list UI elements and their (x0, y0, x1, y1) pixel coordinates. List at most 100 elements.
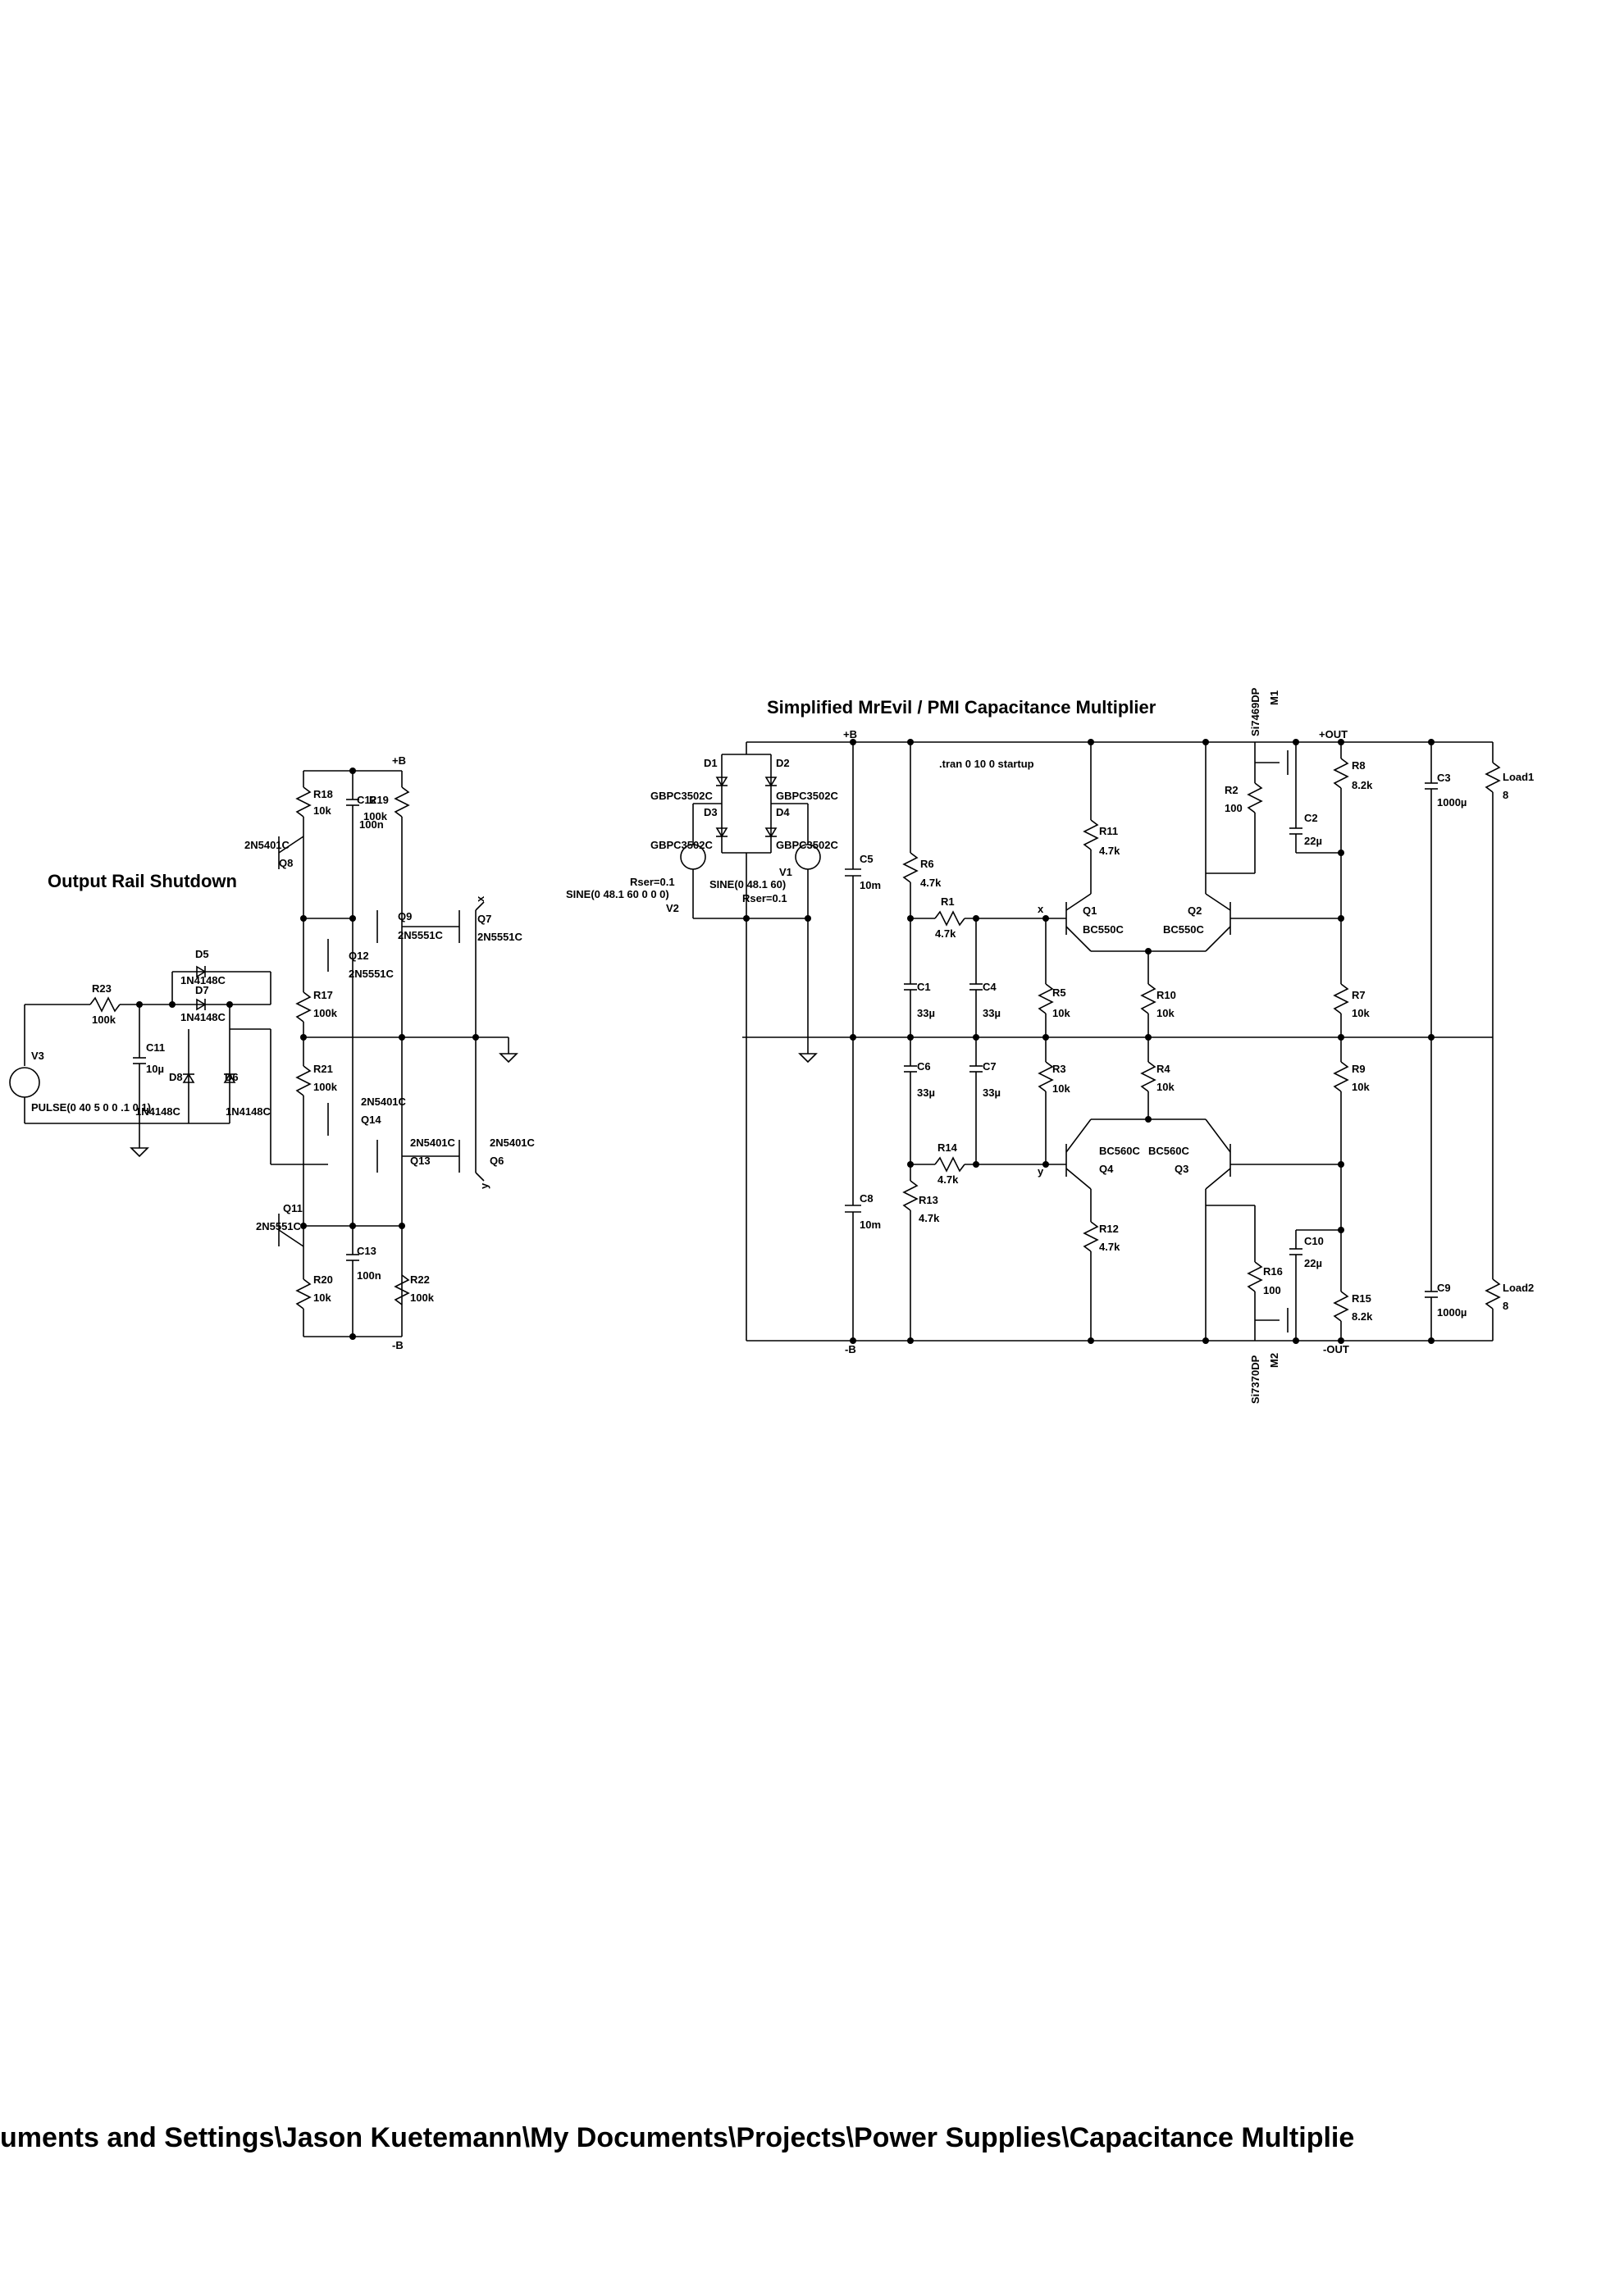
label-q3: Q3 (1175, 1163, 1188, 1175)
label-d6-value: 1N4148C (226, 1105, 271, 1118)
main-circuit (680, 739, 1501, 1344)
resistor-r11 (1083, 819, 1099, 850)
net-minus-b-shutdown: -B (392, 1339, 404, 1351)
label-c4: C4 (983, 981, 997, 993)
label-c2-value: 22µ (1304, 835, 1322, 847)
label-c2: C2 (1304, 812, 1318, 824)
resistor-r3 (1038, 1061, 1054, 1092)
diode-d1 (715, 777, 728, 787)
label-q2: Q2 (1188, 904, 1202, 917)
resistor-r15 (1333, 1291, 1349, 1322)
label-c1: C1 (917, 981, 931, 993)
label-c8: C8 (860, 1192, 874, 1205)
label-r19: R19 (369, 794, 389, 806)
shutdown-title: Output Rail Shutdown (48, 871, 237, 891)
label-q7: Q7 (477, 913, 491, 925)
label-c10: C10 (1304, 1235, 1324, 1247)
resistor-r23 (89, 996, 121, 1013)
label-c12-value: 100n (359, 818, 384, 831)
resistor-r16 (1247, 1261, 1263, 1292)
resistor-load1 (1485, 762, 1501, 793)
label-q9-value: 2N5551C (398, 929, 444, 941)
label-c8-value: 10m (860, 1219, 881, 1231)
resistor-r8 (1333, 758, 1349, 789)
label-c6: C6 (917, 1060, 931, 1073)
label-r15-value: 8.2k (1352, 1310, 1373, 1323)
label-q13: Q13 (410, 1155, 431, 1167)
net-x-main: x (1038, 903, 1044, 915)
net-y-main: y (1038, 1165, 1044, 1178)
label-d7-value: 1N4148C (180, 1011, 226, 1023)
label-d8-value: 1N4148C (135, 1105, 181, 1118)
label-r6-value: 4.7k (920, 877, 942, 889)
label-d7: D7 (195, 984, 209, 996)
resistor-r2 (1247, 782, 1263, 813)
shutdown-labels: +B -B x y R18 10k C12 100n R19 100k 2N54… (31, 754, 536, 1351)
label-c13: C13 (357, 1245, 376, 1257)
label-q12-value: 2N5551C (349, 968, 395, 980)
label-m2-value: Si7370DP (1249, 1355, 1261, 1404)
label-q14-value: 2N5401C (361, 1096, 407, 1108)
resistor-r22 (394, 1274, 410, 1305)
label-load1-value: 8 (1503, 789, 1508, 801)
label-r1: R1 (941, 895, 955, 908)
resistor-r9 (1333, 1061, 1349, 1092)
label-q9: Q9 (398, 910, 412, 922)
label-q6: Q6 (490, 1155, 504, 1167)
label-r16: R16 (1263, 1265, 1283, 1278)
resistor-r1 (934, 910, 965, 927)
label-c3-value: 1000µ (1437, 796, 1467, 809)
resistor-r14 (934, 1156, 965, 1173)
source-v1 (795, 844, 821, 870)
label-c12: C12 (357, 794, 376, 806)
label-q8-value: 2N5401C (244, 839, 290, 851)
label-r8-value: 8.2k (1352, 779, 1373, 791)
resistor-r4 (1140, 1061, 1156, 1092)
net-plus-out: +OUT (1319, 728, 1348, 740)
net-y-shutdown: y (478, 1182, 490, 1189)
label-c4-value: 33µ (983, 1007, 1001, 1019)
label-r5: R5 (1052, 986, 1066, 999)
label-r12-value: 4.7k (1099, 1241, 1120, 1253)
net-plus-b: +B (843, 728, 857, 740)
resistor-r17 (295, 991, 312, 1023)
label-c13-value: 100n (357, 1269, 381, 1282)
net-minus-out: -OUT (1323, 1343, 1349, 1355)
label-v1-value: SINE(0 48.1 60) (709, 878, 786, 891)
spice-directive: .tran 0 10 0 startup (939, 758, 1034, 770)
label-q11: Q11 (283, 1202, 303, 1214)
label-r5-value: 10k (1052, 1007, 1070, 1019)
label-r17: R17 (313, 989, 333, 1001)
label-c11: C11 (146, 1041, 165, 1054)
label-q1-value: BC550C (1083, 923, 1124, 936)
label-c9-value: 1000µ (1437, 1306, 1467, 1319)
resistor-r13 (902, 1180, 919, 1211)
label-q4: Q4 (1099, 1163, 1114, 1175)
label-c5-value: 10m (860, 879, 881, 891)
resistor-r6 (902, 852, 919, 883)
resistor-load2 (1485, 1278, 1501, 1310)
label-q3-value: BC560C (1148, 1145, 1189, 1157)
label-load2-value: 8 (1503, 1300, 1508, 1312)
net-x-shutdown: x (474, 895, 486, 902)
label-d4: D4 (776, 806, 790, 818)
label-r14: R14 (937, 1141, 958, 1154)
label-c9: C9 (1437, 1282, 1451, 1294)
label-d5: D5 (195, 948, 209, 960)
label-q4-value: BC560C (1099, 1145, 1140, 1157)
label-v1: V1 (779, 866, 792, 878)
label-q8: Q8 (279, 857, 293, 869)
label-d1: D1 (704, 757, 718, 769)
label-c10-value: 22µ (1304, 1257, 1322, 1269)
resistor-r20 (295, 1278, 312, 1310)
ground-symbol-shutdown (499, 1053, 518, 1064)
diode-d7 (196, 998, 207, 1011)
label-q11-value: 2N5551C (256, 1220, 302, 1232)
resistor-r7 (1333, 983, 1349, 1014)
label-r4-value: 10k (1156, 1081, 1175, 1093)
diode-d5 (196, 965, 207, 978)
label-r23-value: 100k (92, 1014, 116, 1026)
label-v2-value: SINE(0 48.1 60 0 0 0) (566, 888, 669, 900)
label-c7-value: 33µ (983, 1086, 1001, 1099)
